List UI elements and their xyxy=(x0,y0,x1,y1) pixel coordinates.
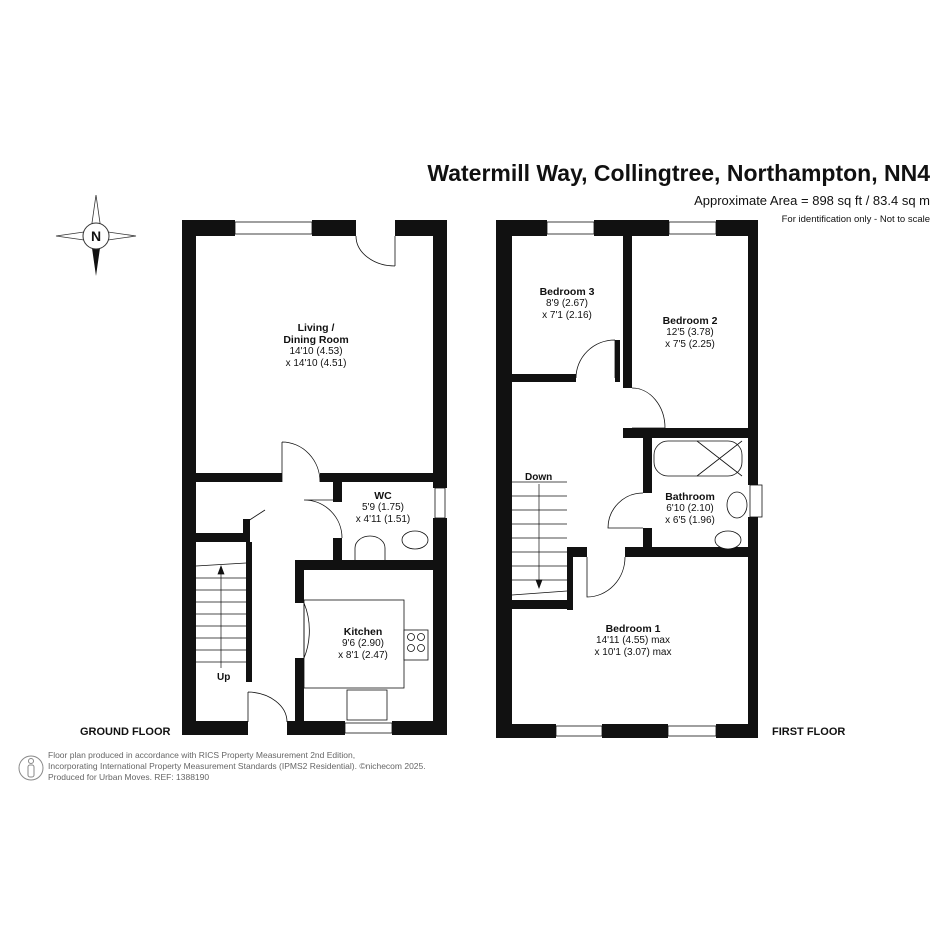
window-icon xyxy=(555,725,603,737)
footer-line: Produced for Urban Moves. REF: 1388190 xyxy=(48,772,210,782)
door-icon xyxy=(303,499,343,539)
ground-stairs xyxy=(195,562,247,668)
door-icon xyxy=(607,492,644,529)
room-name: Bathroom xyxy=(665,491,715,503)
door-icon xyxy=(247,691,288,723)
door-icon xyxy=(631,387,666,429)
room-dim: 9'6 (2.90) xyxy=(342,638,384,649)
first-floor-label: FIRST FLOOR xyxy=(772,726,846,738)
room-dim: 5'9 (1.75) xyxy=(362,502,404,513)
room-dim: x 8'1 (2.47) xyxy=(338,650,388,661)
door-icon xyxy=(586,556,626,598)
hob-icon xyxy=(403,629,429,661)
window-icon xyxy=(344,722,393,734)
room-kitchen: Kitchen 9'6 (2.90) x 8'1 (2.47) xyxy=(338,626,388,662)
room-bathroom: Bathroom 6'10 (2.10) x 6'5 (1.96) xyxy=(665,491,715,527)
compass-north-label: N xyxy=(90,228,102,244)
room-dim: 6'10 (2.10) xyxy=(666,503,714,514)
footer-line: Floor plan produced in accordance with R… xyxy=(48,750,356,760)
room-dim: 12'5 (3.78) xyxy=(666,327,714,338)
toilet-icon xyxy=(401,530,429,550)
room-name: WC xyxy=(374,490,392,502)
door-icon xyxy=(281,441,321,483)
room-name: Bedroom 2 xyxy=(662,315,718,327)
basin-icon xyxy=(726,491,748,519)
room-name: Kitchen xyxy=(343,626,383,638)
room-dim: x 14'10 (4.51) xyxy=(285,358,347,369)
window-icon xyxy=(749,484,763,518)
ground-floor-walls xyxy=(182,220,447,735)
window-icon xyxy=(546,221,595,235)
stairs-up-label: Up xyxy=(217,672,231,683)
room-dim: x 7'5 (2.25) xyxy=(665,339,715,350)
window-icon xyxy=(668,221,717,235)
room-dim: x 4'11 (1.51) xyxy=(355,514,411,525)
stairs-down-label: Down xyxy=(525,472,553,483)
door-icon xyxy=(247,509,266,522)
room-dim: 8'9 (2.67) xyxy=(546,298,588,309)
first-floor-walls xyxy=(496,220,758,738)
sink-icon xyxy=(346,689,388,721)
room-wc: WC 5'9 (1.75) x 4'11 (1.51) xyxy=(356,490,411,526)
room-dim: x 7'1 (2.16) xyxy=(542,310,592,321)
room-name: Bedroom 3 xyxy=(539,286,595,298)
room-name: Living / xyxy=(297,322,335,334)
basin-icon xyxy=(354,535,386,560)
room-name: Bedroom 1 xyxy=(605,623,661,635)
compass-icon xyxy=(55,194,137,276)
door-icon xyxy=(303,602,310,659)
door-icon xyxy=(575,339,616,379)
toilet-icon xyxy=(714,530,742,550)
room-bedroom-3: Bedroom 3 8'9 (2.67) x 7'1 (2.16) xyxy=(540,286,595,322)
room-name: Dining Room xyxy=(283,334,349,346)
ground-floor-label: GROUND FLOOR xyxy=(80,726,171,738)
property-title: Watermill Way, Collingtree, Northampton,… xyxy=(427,160,930,186)
room-bedroom-1: Bedroom 1 14'11 (4.55) max x 10'1 (3.07)… xyxy=(595,623,672,659)
window-icon xyxy=(434,487,446,519)
approximate-area: Approximate Area = 898 sq ft / 83.4 sq m xyxy=(694,193,930,208)
room-dim: x 6'5 (1.96) xyxy=(665,515,715,526)
footer-line: Incorporating International Property Mea… xyxy=(48,761,426,771)
room-living-dining: Living / Dining Room 14'10 (4.53) x 14'1… xyxy=(283,322,348,370)
room-dim: x 10'1 (3.07) max xyxy=(594,647,672,658)
room-dim: 14'11 (4.55) max xyxy=(596,635,670,646)
first-stairs xyxy=(511,481,568,596)
room-bedroom-2: Bedroom 2 12'5 (3.78) x 7'5 (2.25) xyxy=(663,315,718,351)
footer-note: Floor plan produced in accordance with R… xyxy=(48,750,426,783)
window-icon xyxy=(234,221,313,235)
room-dim: 14'10 (4.53) xyxy=(289,346,343,357)
window-icon xyxy=(667,725,717,737)
person-icon xyxy=(18,755,44,781)
bath-icon xyxy=(653,440,743,477)
scale-disclaimer: For identification only - Not to scale xyxy=(781,214,930,225)
door-icon xyxy=(355,235,396,267)
